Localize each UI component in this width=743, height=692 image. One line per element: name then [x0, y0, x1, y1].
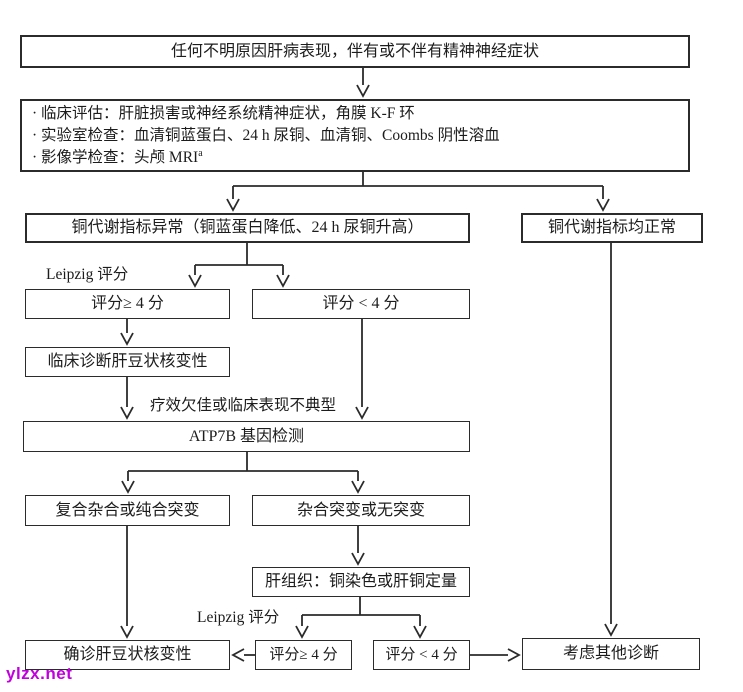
workup-bullet-clinical: · 临床评估：肝脏损害或神经系统精神症状，角膜 K-F 环	[32, 104, 415, 122]
workup-bullet-laboratory: · 实验室检查：血清铜蓝蛋白、24 h 尿铜、血清铜、Coombs 阴性溶血	[32, 126, 500, 144]
node-copper-normal: 铜代谢指标均正常	[521, 213, 703, 243]
node-workup: · 临床评估：肝脏损害或神经系统精神症状，角膜 K-F 环 · 实验室检查：血清…	[20, 99, 690, 172]
arrow-compound-to-confirm	[120, 526, 134, 639]
node-atp7b-testing: ATP7B 基因检测	[23, 421, 470, 452]
workup-bullet-imaging: · 影像学检查：头颅 MRIa	[32, 147, 203, 166]
node-confirmed-diagnosis: 确诊肝豆状核变性	[25, 640, 230, 670]
arrow-atp7b-split	[121, 452, 365, 494]
site-watermark: ylzx.net	[6, 664, 73, 683]
node-score-lt4-upper: 评分 < 4 分	[252, 289, 470, 319]
arrow-ge4-lower-to-confirm	[231, 648, 255, 662]
edge-label-leipzig-lower: Leipzig 评分	[197, 609, 280, 626]
node-score-ge4-upper: 评分≥ 4 分	[25, 289, 230, 319]
arrow-presentation-to-workup	[356, 68, 370, 98]
node-score-ge4-lower: 评分≥ 4 分	[255, 640, 352, 670]
arrow-liver-split-leipzig	[295, 597, 427, 639]
node-hetero-mutation: 杂合突变或无突变	[252, 495, 470, 526]
arrow-normal-to-other	[604, 243, 618, 637]
node-liver-tissue: 肝组织：铜染色或肝铜定量	[252, 567, 470, 597]
edge-label-leipzig-upper: Leipzig 评分	[46, 266, 129, 283]
node-copper-abnormal: 铜代谢指标异常（铜蓝蛋白降低、24 h 尿铜升高）	[25, 213, 470, 243]
node-clinical-diagnosis: 临床诊断肝豆状核变性	[25, 347, 230, 377]
arrow-clinical-dx-to-atp7b	[120, 377, 134, 420]
mri-footnote-superscript: a	[198, 147, 203, 159]
node-score-lt4-lower: 评分 < 4 分	[373, 640, 470, 670]
node-presentation-label: 任何不明原因肝病表现，伴有或不伴有精神神经症状	[170, 42, 539, 60]
arrow-lt4-to-atp7b	[355, 319, 369, 420]
arrow-lt4-lower-to-other	[470, 648, 521, 662]
node-presentation: 任何不明原因肝病表现，伴有或不伴有精神神经症状	[20, 35, 690, 68]
node-compound-mutation: 复合杂合或纯合突变	[25, 495, 230, 526]
node-other-diagnosis: 考虑其他诊断	[522, 638, 700, 670]
arrow-ge4-to-clinical-dx	[120, 319, 134, 346]
arrow-hetero-to-liver	[351, 526, 365, 566]
arrow-workup-split	[226, 172, 610, 212]
edge-label-treatment-atypical: 疗效欠佳或临床表现不典型	[150, 397, 337, 414]
arrow-abnormal-split-leipzig	[188, 243, 290, 288]
